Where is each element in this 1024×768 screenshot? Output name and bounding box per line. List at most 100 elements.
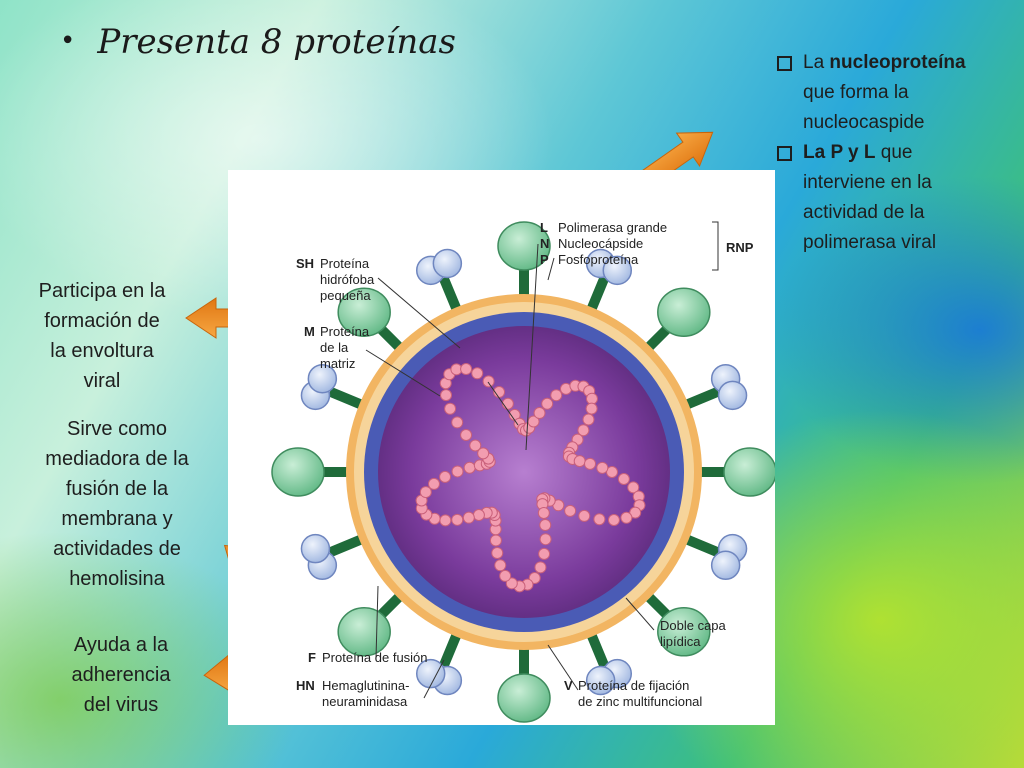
rna-bead: [460, 429, 473, 442]
rna-bead: [477, 447, 490, 460]
rna-bead: [533, 407, 546, 420]
label-N-code: N: [540, 236, 549, 251]
label-HN-code: HN: [296, 678, 315, 693]
rna-bead: [482, 375, 495, 388]
note-envelope: Participa en la formación de la envoltur…: [22, 276, 182, 396]
rna-bead: [573, 455, 586, 468]
label-V-code: V: [564, 678, 573, 693]
f-spike-head: [307, 363, 338, 394]
list-line: polimerasa viral: [803, 232, 937, 253]
hn-spike-head: [337, 607, 391, 657]
virus-diagram: L Polimerasa grande N Nucleocápside P Fo…: [228, 170, 775, 725]
rna-bead: [534, 561, 547, 574]
rna-bead: [439, 470, 452, 483]
rna-bead: [607, 513, 620, 526]
note-line: fusión de la: [65, 478, 169, 500]
note-line: mediadora de la: [45, 448, 189, 470]
label-M-code: M: [304, 324, 315, 339]
label-L-text: Polimerasa grande: [558, 220, 667, 235]
rna-bead: [593, 513, 606, 526]
f-spike-head: [710, 550, 741, 581]
rna-bead: [617, 473, 630, 486]
f-spike-head: [717, 380, 748, 411]
f-spike-head: [415, 658, 446, 689]
note-line: adherencia: [71, 664, 171, 686]
rnp-bracket: [712, 221, 719, 271]
rna-bead: [505, 577, 518, 590]
rna-bead: [451, 465, 464, 478]
hn-spike-head: [657, 607, 711, 657]
rna-bead: [596, 461, 609, 474]
label-HN-line: neuraminidasa: [322, 694, 408, 709]
rna-bead: [550, 389, 563, 402]
note-line: actividades de: [53, 538, 181, 560]
rna-bead: [428, 477, 441, 490]
note-line: formación de: [44, 310, 160, 332]
rna-bead: [537, 506, 550, 519]
rna-bead: [627, 481, 640, 494]
rna-bead: [582, 413, 595, 426]
hn-spike-head: [497, 673, 551, 723]
checkbox-bullet-icon: [777, 56, 792, 71]
f-spike-head: [300, 533, 331, 564]
note-adherence: Ayuda a la adherencia del virus: [46, 630, 196, 720]
rna-bead: [469, 439, 482, 452]
note-line: Participa en la: [38, 280, 166, 302]
rna-bead: [489, 534, 502, 547]
note-line: Sirve como: [66, 418, 168, 440]
list-line: actividad de la: [803, 202, 925, 223]
list-bold: La P y L: [803, 142, 876, 163]
hn-spike-head: [271, 447, 325, 497]
rna-bead: [499, 569, 512, 582]
rna-bead: [585, 402, 598, 415]
note-line: membrana y: [61, 508, 173, 530]
rna-bead: [451, 513, 464, 526]
label-lipid-line: Doble capa: [660, 618, 727, 633]
rna-bead: [541, 397, 554, 410]
protein-list: La nucleoproteína que forma la nucleocas…: [775, 48, 1015, 258]
leader-lines: [365, 243, 655, 699]
list-item-polymerase: La P y L que interviene en la actividad …: [775, 138, 1015, 258]
label-lipid-line: lipídica: [660, 634, 701, 649]
list-line: nucleocaspide: [803, 112, 925, 133]
list-item-nucleoprotein: La nucleoproteína que forma la nucleocas…: [775, 48, 1015, 138]
rna-bead: [538, 547, 551, 560]
rna-bead: [460, 363, 473, 376]
label-SH-line: hidrófoba: [320, 272, 375, 287]
list-line: que forma la: [803, 82, 909, 103]
list-text: que: [875, 142, 913, 163]
label-rnp: RNP: [726, 240, 754, 255]
label-F-code: F: [308, 650, 316, 665]
rna-bead: [462, 511, 475, 524]
rna-bead: [620, 511, 633, 524]
hn-spike-head: [657, 287, 711, 337]
rna-bead: [564, 504, 577, 517]
title-text: Presenta 8 proteínas: [97, 22, 457, 62]
hn-spike-head: [723, 447, 775, 497]
label-L-code: L: [540, 220, 548, 235]
rna-bead: [471, 367, 484, 380]
rna-bead: [629, 506, 642, 519]
rna-bead: [419, 486, 432, 499]
slide-title: • Presenta 8 proteínas: [60, 22, 456, 62]
rna-bead: [501, 397, 514, 410]
rna-bead: [577, 424, 590, 437]
label-F-text: Proteína de fusión: [322, 650, 428, 665]
virus-svg: L Polimerasa grande N Nucleocápside P Fo…: [271, 220, 775, 723]
rna-bead: [585, 392, 598, 405]
f-spike-head: [585, 665, 616, 696]
label-SH-code: SH: [296, 256, 314, 271]
note-line: Ayuda a la: [73, 634, 169, 656]
f-spike-head: [602, 255, 633, 286]
title-bullet: •: [60, 26, 76, 56]
rna-bead: [578, 509, 591, 522]
rna-bead: [451, 416, 464, 429]
list-text: La: [803, 52, 830, 73]
rna-bead: [491, 546, 504, 559]
note-line: hemolisina: [69, 568, 165, 590]
list-bold: nucleoproteína: [829, 52, 966, 73]
label-HN-line: Hemaglutinina-: [322, 678, 409, 693]
label-P-text: Fosfoproteína: [558, 252, 639, 267]
rna-bead: [539, 519, 552, 532]
label-M-line: matriz: [320, 356, 355, 371]
